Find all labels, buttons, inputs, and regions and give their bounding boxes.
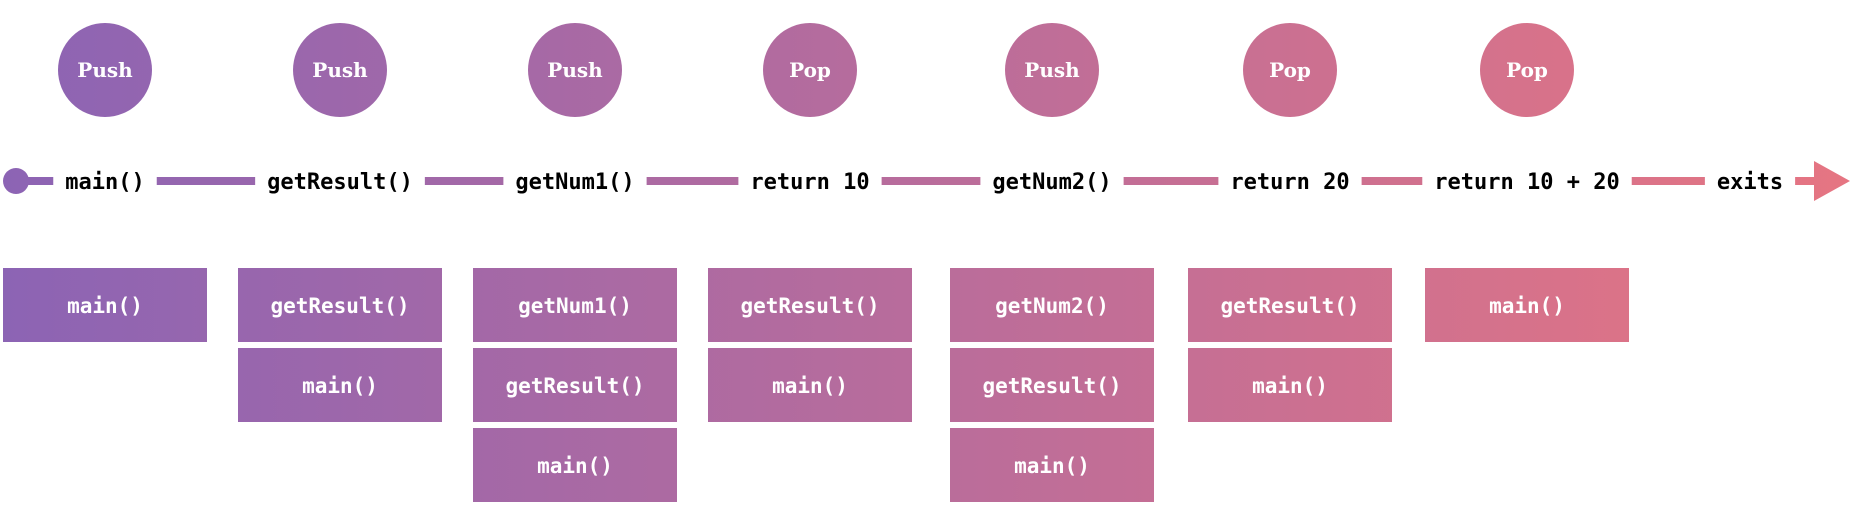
pop-circle bbox=[1480, 23, 1574, 117]
operation-badge: Pop bbox=[1480, 23, 1574, 117]
timeline-step-label: getNum1() bbox=[515, 170, 634, 195]
timeline-segment bbox=[646, 177, 739, 185]
timeline-arrow-shaft bbox=[1795, 177, 1816, 185]
operation-badge: Push bbox=[58, 23, 152, 117]
operations-row: Push Push Push Pop Push Pop Pop bbox=[58, 23, 1574, 117]
timeline-step-label: return 10 + 20 bbox=[1434, 170, 1619, 195]
timeline-segment bbox=[1361, 177, 1423, 185]
stack-frame bbox=[950, 268, 1154, 342]
push-circle bbox=[1005, 23, 1099, 117]
operation-label: Push bbox=[312, 58, 368, 82]
stack-frame-label: getResult() bbox=[270, 294, 409, 318]
operation-badge: Push bbox=[293, 23, 387, 117]
timeline-segment bbox=[424, 177, 504, 185]
stack-frame-label: main() bbox=[1252, 374, 1328, 398]
stack-frame bbox=[238, 268, 442, 342]
operation-badge: Pop bbox=[763, 23, 857, 117]
stack-frame-label: main() bbox=[1014, 454, 1090, 478]
stack-frame-label: main() bbox=[302, 374, 378, 398]
stack-frame bbox=[1188, 268, 1392, 342]
operation-badge: Push bbox=[528, 23, 622, 117]
stack-snapshot: main() bbox=[3, 268, 207, 342]
stack-snapshot: getNum1() getResult() main() bbox=[473, 268, 677, 502]
timeline-segment bbox=[881, 177, 981, 185]
operation-label: Push bbox=[547, 58, 603, 82]
operation-label: Push bbox=[77, 58, 133, 82]
stack-snapshot: getNum2() getResult() main() bbox=[950, 268, 1154, 502]
stack-frame bbox=[950, 348, 1154, 422]
stack-frame bbox=[3, 268, 207, 342]
stack-frame-label: getNum1() bbox=[518, 294, 632, 318]
stack-frame-label: main() bbox=[772, 374, 848, 398]
stack-frame bbox=[708, 268, 912, 342]
timeline-step-label: getNum2() bbox=[992, 170, 1111, 195]
stack-frame bbox=[238, 348, 442, 422]
operation-label: Pop bbox=[1269, 58, 1311, 82]
timeline-start-dot bbox=[3, 168, 29, 194]
operation-label: Push bbox=[1024, 58, 1080, 82]
timeline-segment bbox=[1123, 177, 1219, 185]
operation-label: Pop bbox=[1506, 58, 1548, 82]
stack-frame-label: getNum2() bbox=[995, 294, 1109, 318]
timeline-step-label: getResult() bbox=[267, 170, 413, 195]
stack-snapshot: getResult() main() bbox=[1188, 268, 1392, 422]
stack-frame-label: getResult() bbox=[505, 374, 644, 398]
timeline-segment bbox=[26, 177, 54, 185]
push-circle bbox=[58, 23, 152, 117]
operation-badge: Push bbox=[1005, 23, 1099, 117]
operation-label: Pop bbox=[789, 58, 831, 82]
timeline-step-label: main() bbox=[65, 170, 144, 195]
timeline-segment bbox=[156, 177, 256, 185]
stack-snapshots: main() getResult() main() getNum1() getResul… bbox=[3, 268, 1629, 502]
stack-frame bbox=[950, 428, 1154, 502]
timeline-end-label: exits bbox=[1717, 170, 1783, 195]
stack-snapshot: getResult() main() bbox=[238, 268, 442, 422]
push-circle bbox=[528, 23, 622, 117]
stack-frame-label: main() bbox=[1489, 294, 1565, 318]
stack-frame bbox=[1188, 348, 1392, 422]
stack-frame bbox=[1425, 268, 1629, 342]
stack-frame-label: main() bbox=[67, 294, 143, 318]
stack-frame bbox=[473, 348, 677, 422]
timeline: main() getResult() getNum1() return 10 getNu… bbox=[3, 161, 1850, 201]
stack-frame bbox=[473, 428, 677, 502]
timeline-segment bbox=[1631, 177, 1705, 185]
stack-frame-label: main() bbox=[537, 454, 613, 478]
stack-snapshot: main() bbox=[1425, 268, 1629, 342]
stack-frame-label: getResult() bbox=[740, 294, 879, 318]
stack-frame bbox=[473, 268, 677, 342]
timeline-step-label: return 20 bbox=[1230, 170, 1349, 195]
timeline-step-label: return 10 bbox=[750, 170, 869, 195]
pop-circle bbox=[1243, 23, 1337, 117]
operation-badge: Pop bbox=[1243, 23, 1337, 117]
arrow-right-icon bbox=[1814, 161, 1850, 201]
stack-frame bbox=[708, 348, 912, 422]
stack-frame-label: getResult() bbox=[982, 374, 1121, 398]
push-circle bbox=[293, 23, 387, 117]
stack-snapshot: getResult() main() bbox=[708, 268, 912, 422]
pop-circle bbox=[763, 23, 857, 117]
stack-frame-label: getResult() bbox=[1220, 294, 1359, 318]
